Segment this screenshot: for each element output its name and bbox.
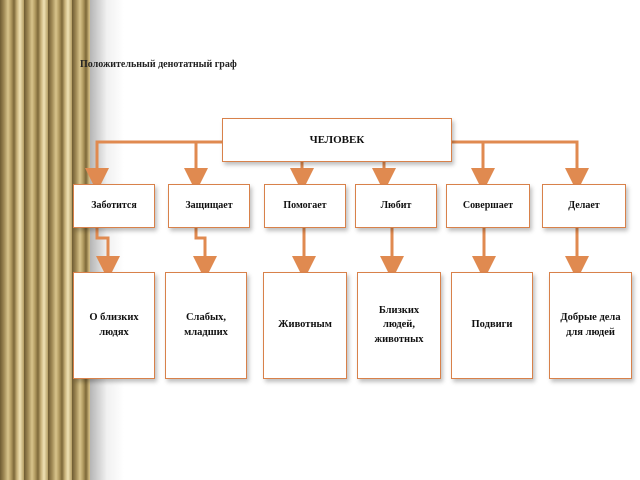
object-node-6: Добрые дела для людей	[549, 272, 632, 379]
object-node-4: Близких людей, животных	[357, 272, 441, 379]
root-node: ЧЕЛОВЕК	[222, 118, 452, 162]
verb-node-6: Делает	[542, 184, 626, 228]
diagram-title: Положительный денотатный граф	[80, 59, 237, 70]
verb-node-1: Заботится	[73, 184, 155, 228]
verb-node-label: Заботится	[91, 200, 137, 212]
object-node-1: О близких людях	[73, 272, 155, 379]
object-node-5: Подвиги	[451, 272, 533, 379]
verb-node-label: Любит	[380, 200, 412, 212]
verb-node-label: Помогает	[283, 200, 327, 212]
object-node-label: О близких людях	[89, 312, 139, 338]
object-node-label: Слабых, младших	[184, 312, 228, 338]
connector-verb2-object2	[193, 228, 217, 280]
connector-root-left	[85, 140, 222, 192]
verb-node-2: Защищает	[168, 184, 250, 228]
connector-root-right	[452, 140, 589, 192]
object-node-label: Животным	[278, 319, 332, 331]
object-node-label: Добрые дела для людей	[560, 312, 621, 338]
verb-node-label: Совершает	[462, 200, 514, 212]
root-node-label: ЧЕЛОВЕК	[309, 133, 365, 146]
verb-node-3: Помогает	[264, 184, 346, 228]
verb-node-label: Делает	[568, 200, 600, 212]
object-node-2: Слабых, младших	[165, 272, 247, 379]
verb-node-label: Защищает	[185, 200, 233, 212]
object-node-label: Подвиги	[471, 319, 513, 331]
verb-node-5: Совершает	[446, 184, 530, 228]
connector-verb1-object1	[95, 228, 120, 280]
verb-node-4: Любит	[355, 184, 437, 228]
object-node-3: Животным	[263, 272, 347, 379]
object-node-label: Близких людей, животных	[374, 305, 424, 345]
